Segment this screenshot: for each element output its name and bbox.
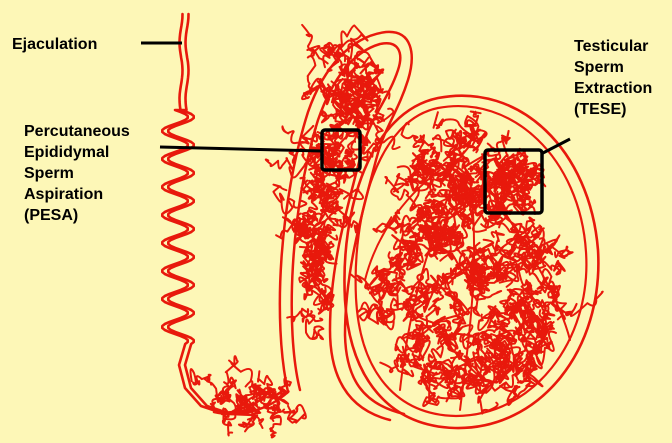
epididymis-coil bbox=[288, 405, 306, 423]
pesa-label-line: Epididymal bbox=[24, 142, 130, 163]
vas-wall bbox=[162, 14, 254, 414]
tese-label-line: (TESE) bbox=[574, 99, 652, 120]
pesa-label-line: Percutaneous bbox=[24, 121, 130, 142]
epididymis-coil bbox=[279, 378, 291, 394]
pesa-label: Percutaneous Epididymal Sperm Aspiration… bbox=[24, 121, 130, 226]
tese-label-line: Sperm bbox=[574, 57, 652, 78]
pesa-label-line: (PESA) bbox=[24, 205, 130, 226]
epididymis-coil bbox=[306, 315, 324, 339]
pesa-label-line: Sperm bbox=[24, 163, 130, 184]
seminiferous-coil bbox=[402, 123, 425, 147]
tese-label-line: Extraction bbox=[574, 78, 652, 99]
pesa-label-line: Aspiration bbox=[24, 184, 130, 205]
vas-deferens bbox=[162, 14, 254, 415]
ejaculation-label-line: Ejaculation bbox=[12, 34, 97, 55]
epididymis-coil bbox=[274, 402, 293, 413]
ejaculation-label: Ejaculation bbox=[12, 34, 97, 55]
tese-label: Testicular Sperm Extraction (TESE) bbox=[574, 36, 652, 120]
tese-label-line: Testicular bbox=[574, 36, 652, 57]
